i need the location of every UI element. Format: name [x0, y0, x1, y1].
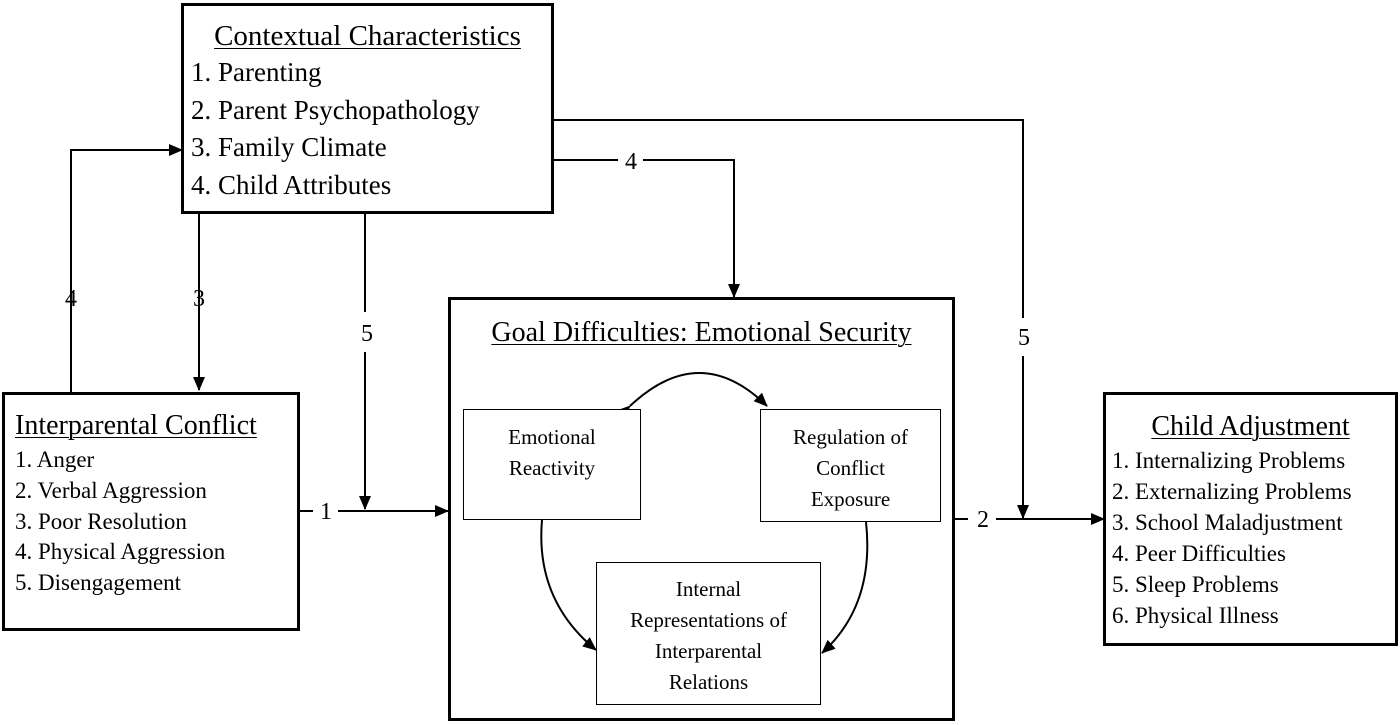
goal-title: Goal Difficulties: Emotional Security [491, 317, 912, 348]
contextual-characteristics-box: Contextual Characteristics 1. Parenting … [181, 3, 554, 214]
regulation-line: Exposure [810, 487, 891, 511]
child-adjustment-box: Child Adjustment 1. Internalizing Proble… [1103, 392, 1398, 646]
child-item: 4. Peer Difficulties [1112, 540, 1286, 566]
interparental-list: 1. Anger 2. Verbal Aggression 3. Poor Re… [15, 445, 297, 599]
contextual-list: 1. Parenting 2. Parent Psychopathology 3… [191, 54, 551, 204]
internal-line: Interparental [654, 639, 763, 663]
child-item: 6. Physical Illness [1112, 602, 1279, 628]
interparental-item: 2. Verbal Aggression [15, 477, 207, 503]
internal-line: Internal [675, 577, 742, 601]
path-label-5-left: 5 [361, 321, 373, 347]
curve-reactivity-regulation [616, 372, 768, 420]
interparental-item: 5. Disengagement [15, 570, 182, 596]
contextual-item: 2. Parent Psychopathology [191, 94, 480, 125]
curve-regulation-internal [821, 508, 871, 654]
child-title: Child Adjustment [1151, 411, 1350, 442]
child-item: 5. Sleep Problems [1112, 571, 1279, 597]
regulation-line: Regulation of [793, 425, 908, 449]
contextual-title: Contextual Characteristics [214, 20, 521, 52]
curve-reactivity-internal [537, 506, 597, 651]
interparental-item: 3. Poor Resolution [15, 508, 187, 534]
path-label-1: 1 [320, 499, 332, 525]
interparental-item: 4. Physical Aggression [15, 539, 226, 565]
contextual-item: 1. Parenting [191, 57, 322, 87]
internal-representations-box: Internal Representations of Interparenta… [596, 562, 821, 705]
path-5-right-line-a [553, 119, 1024, 318]
path-label-4-top: 4 [625, 149, 637, 175]
child-item: 1. Internalizing Problems [1112, 448, 1346, 473]
child-item: 3. School Maladjustment [1112, 509, 1343, 535]
path-label-2: 2 [977, 507, 989, 533]
regulation-box: Regulation of Conflict Exposure [760, 409, 941, 522]
path-label-4-left: 4 [65, 286, 77, 312]
interparental-title: Interparental Conflict [15, 410, 257, 441]
path-label-3: 3 [193, 286, 205, 312]
internal-line: Relations [668, 670, 749, 694]
interparental-conflict-box: Interparental Conflict 1. Anger 2. Verba… [2, 392, 300, 631]
path-4-top-line-b [643, 159, 740, 298]
emotional-reactivity-line: Reactivity [508, 456, 596, 480]
child-item: 2. Externalizing Problems [1112, 478, 1352, 504]
goal-difficulties-box: Goal Difficulties: Emotional Security [448, 297, 955, 721]
emotional-reactivity-box: Emotional Reactivity [463, 409, 641, 520]
path-label-5-right: 5 [1018, 325, 1030, 351]
interparental-item: 1. Anger [15, 447, 95, 472]
child-list: 1. Internalizing Problems 2. Externalizi… [1112, 446, 1395, 631]
emotional-reactivity-line: Emotional [508, 425, 596, 449]
contextual-item: 4. Child Attributes [191, 169, 392, 200]
contextual-item: 3. Family Climate [191, 132, 387, 162]
internal-line: Representations of [630, 608, 787, 632]
regulation-line: Conflict [816, 456, 885, 480]
path-4-interparental-to-context [70, 144, 183, 392]
